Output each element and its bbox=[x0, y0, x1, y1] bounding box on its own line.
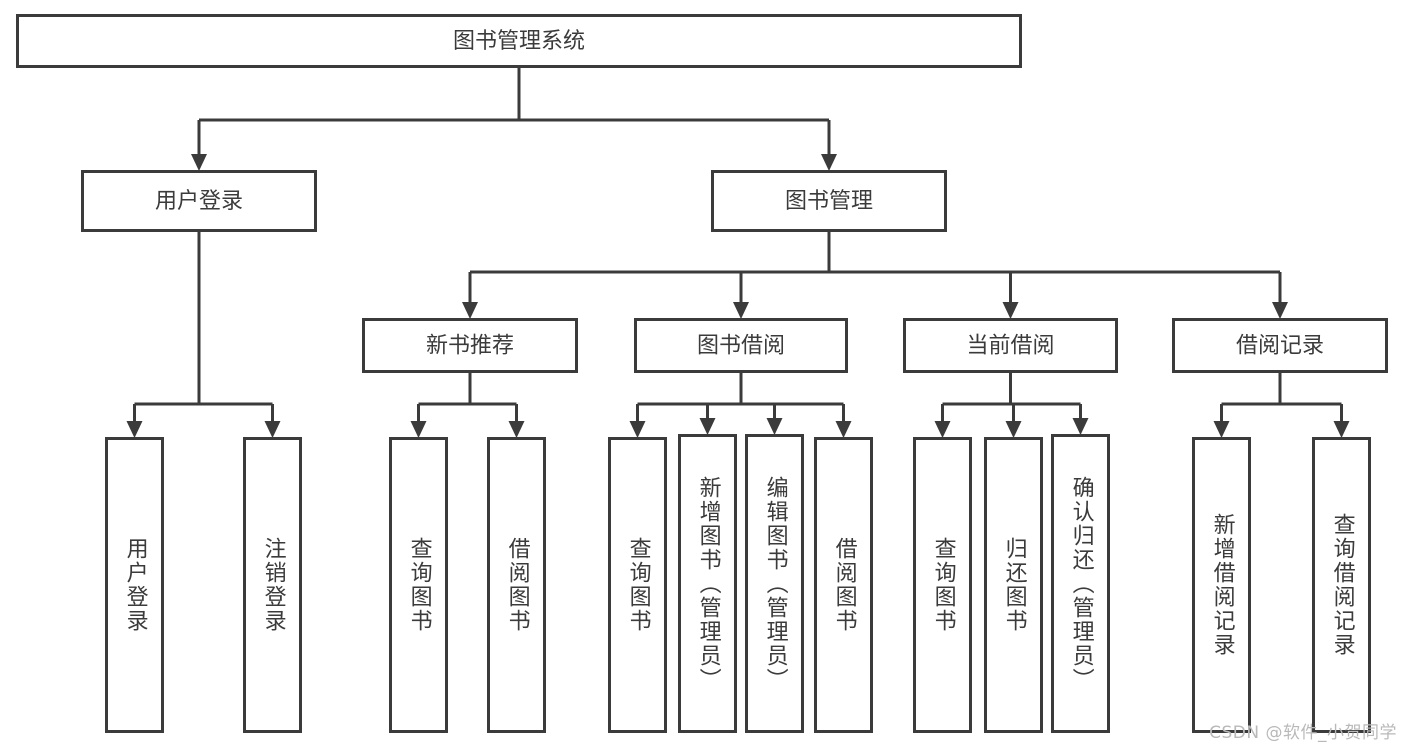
node-借阅记录[interactable] bbox=[1172, 318, 1388, 373]
arrow-head-icon bbox=[508, 421, 525, 438]
node-新增借阅记录[interactable] bbox=[1192, 437, 1251, 733]
node-借阅图书[interactable] bbox=[814, 437, 873, 733]
arrow-head-icon bbox=[1002, 302, 1019, 319]
arrow-head-icon bbox=[410, 421, 427, 438]
node-用户登录[interactable] bbox=[105, 437, 164, 733]
arrow-head-icon bbox=[1072, 418, 1089, 435]
node-确认归还管理员[interactable] bbox=[1051, 434, 1110, 733]
arrow-head-icon bbox=[835, 421, 852, 438]
node-新书推荐-label: 新书推荐 bbox=[426, 334, 514, 359]
node-归还图书[interactable] bbox=[984, 437, 1043, 733]
node-图书管理[interactable] bbox=[711, 170, 947, 232]
arrow-head-icon bbox=[821, 154, 837, 171]
node-查询图书[interactable] bbox=[389, 437, 448, 733]
node-用户登录[interactable] bbox=[81, 170, 317, 232]
arrow-head-icon bbox=[699, 418, 716, 435]
connectors-layer bbox=[126, 68, 1350, 438]
node-图书管理系统-label: 图书管理系统 bbox=[453, 29, 585, 54]
arrow-head-icon bbox=[264, 421, 281, 438]
arrow-head-icon bbox=[1005, 421, 1022, 438]
node-借阅记录-label: 借阅记录 bbox=[1236, 334, 1324, 359]
node-图书管理-label: 图书管理 bbox=[785, 189, 873, 214]
node-当前借阅[interactable] bbox=[903, 318, 1118, 373]
arrow-head-icon bbox=[934, 421, 951, 438]
node-编辑图书管理员[interactable] bbox=[745, 434, 804, 733]
arrow-head-icon bbox=[629, 421, 646, 438]
node-新增图书管理员[interactable] bbox=[678, 434, 737, 733]
node-查询图书[interactable] bbox=[608, 437, 667, 733]
node-图书借阅-label: 图书借阅 bbox=[697, 334, 785, 359]
arrow-head-icon bbox=[733, 302, 749, 319]
boxes-layer bbox=[16, 14, 1388, 733]
node-当前借阅-label: 当前借阅 bbox=[966, 334, 1054, 359]
node-新书推荐[interactable] bbox=[362, 318, 578, 373]
node-图书借阅[interactable] bbox=[634, 318, 848, 373]
arrow-head-icon bbox=[126, 421, 143, 438]
arrow-head-icon bbox=[462, 302, 478, 319]
node-图书管理系统[interactable] bbox=[16, 14, 1022, 68]
node-查询借阅记录[interactable] bbox=[1312, 437, 1371, 733]
node-借阅图书[interactable] bbox=[487, 437, 546, 733]
arrow-head-icon bbox=[191, 154, 207, 171]
node-用户登录-label: 用户登录 bbox=[155, 189, 243, 214]
arrow-head-icon bbox=[766, 418, 783, 435]
node-查询图书[interactable] bbox=[913, 437, 972, 733]
arrow-head-icon bbox=[1333, 421, 1350, 438]
arrow-head-icon bbox=[1272, 302, 1288, 319]
node-注销登录[interactable] bbox=[243, 437, 302, 733]
arrow-head-icon bbox=[1213, 421, 1230, 438]
